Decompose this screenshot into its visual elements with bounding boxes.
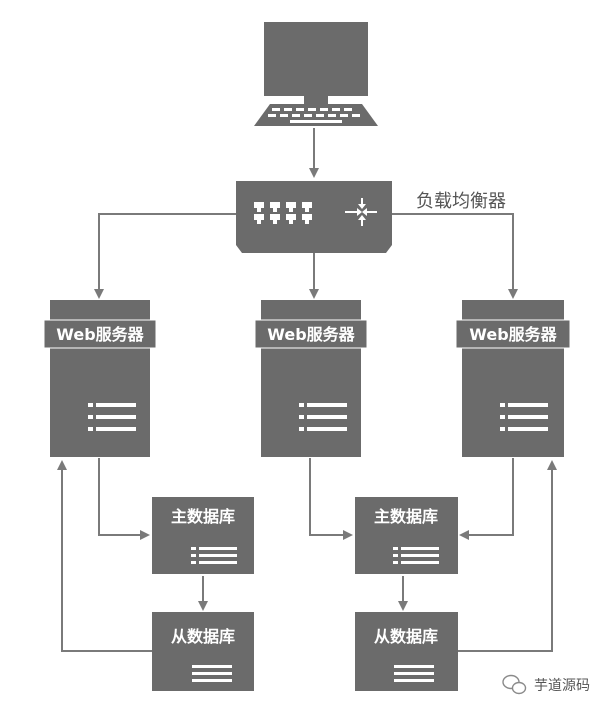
master-database-1: 主数据库 [152, 497, 254, 574]
web-server-label: Web服务器 [56, 325, 144, 344]
server-list-icon [88, 403, 136, 431]
server-list-icon [500, 403, 548, 431]
watermark-text: 芋道源码 [534, 678, 590, 694]
slave-database-label: 从数据库 [374, 627, 438, 646]
web-server-1: Web服务器 [43, 300, 157, 457]
master-database-label: 主数据库 [171, 507, 235, 526]
web-server-label: Web服务器 [469, 325, 557, 344]
web-server-label: Web服务器 [267, 325, 355, 344]
slave2-to-web3-arrow [456, 460, 557, 652]
wechat-icon [502, 674, 527, 695]
master-database-2: 主数据库 [355, 497, 458, 574]
web-server-2: Web服务器 [254, 300, 368, 457]
load-balancer [236, 181, 392, 253]
slave1-to-web1-arrow [57, 460, 152, 652]
slave-database-1: 从数据库 [152, 612, 254, 691]
slave-database-2: 从数据库 [355, 612, 458, 691]
database-list-icon [192, 665, 232, 682]
slave-database-label: 从数据库 [171, 627, 235, 646]
connectors [57, 128, 557, 652]
web3-to-master2-arrow [459, 458, 514, 540]
database-list-icon [393, 547, 439, 564]
database-list-icon [191, 547, 237, 564]
server-list-icon [299, 403, 347, 431]
watermark: 芋道源码 [502, 674, 590, 695]
network-ports-icon [254, 202, 312, 224]
database-list-icon [394, 665, 434, 682]
web2-to-master2-arrow [309, 458, 353, 540]
master-database-label: 主数据库 [374, 507, 438, 526]
web-server-3: Web服务器 [455, 300, 571, 457]
routing-arrows-icon [345, 198, 377, 226]
balancer-to-web3-arrow [392, 213, 518, 299]
balancer-to-web1-arrow [94, 213, 236, 299]
web1-to-master1-arrow [98, 458, 150, 540]
desktop-computer-icon [254, 22, 378, 126]
load-balancer-label: 负载均衡器 [416, 191, 506, 212]
